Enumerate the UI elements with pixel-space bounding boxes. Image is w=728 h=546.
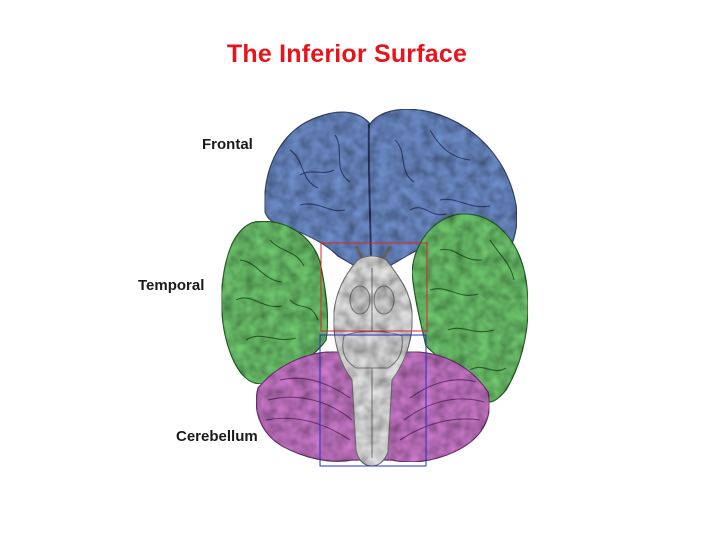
label-frontal: Frontal [202, 136, 253, 153]
diagram-title: The Inferior Surface [226, 40, 468, 68]
label-cerebellum: Cerebellum [176, 428, 258, 445]
brainstem [333, 245, 413, 467]
blue-region-box [319, 334, 427, 467]
label-temporal: Temporal [138, 277, 205, 294]
right-temporal-lobe [411, 213, 529, 403]
red-region-box [320, 242, 428, 332]
